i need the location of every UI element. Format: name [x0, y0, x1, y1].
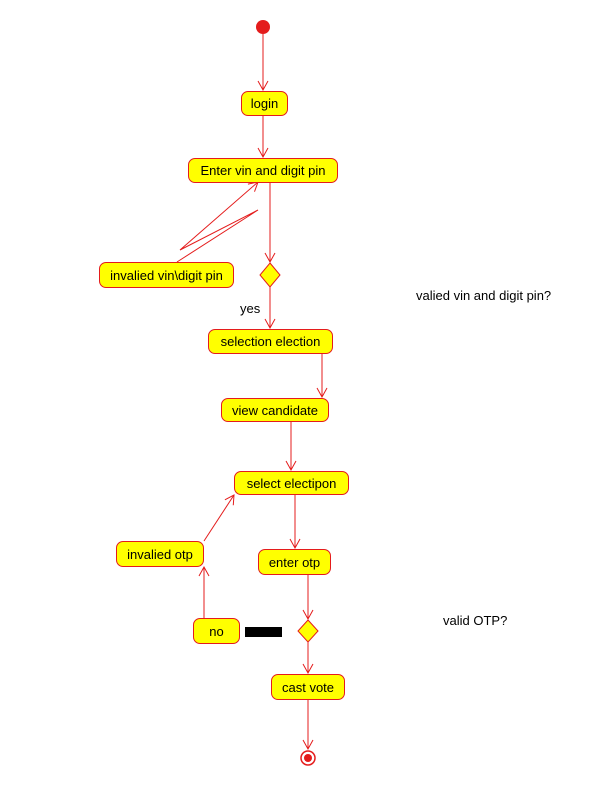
end-node-inner — [304, 754, 312, 762]
node-no: no — [193, 618, 240, 644]
node-login: login — [241, 91, 288, 116]
node-select-election: select electipon — [234, 471, 349, 495]
edge-invalid-otp-to-select — [203, 494, 235, 542]
node-selection-election: selection election — [208, 329, 333, 354]
sync-bar — [245, 627, 282, 637]
node-enter-vin: Enter vin and digit pin — [188, 158, 338, 183]
start-node — [256, 20, 270, 34]
decision-valid-otp — [297, 619, 319, 643]
edge-invalid-vin-loop — [176, 181, 259, 263]
node-cast-vote: cast vote — [271, 674, 345, 700]
label-valid-otp-question: valid OTP? — [443, 613, 508, 628]
node-invalid-otp: invalied otp — [116, 541, 204, 567]
node-view-candidate: view candidate — [221, 398, 329, 422]
node-invalid-vin: invalied vin\digit pin — [99, 262, 234, 288]
node-enter-otp: enter otp — [258, 549, 331, 575]
label-valid-vin-question: valied vin and digit pin? — [416, 288, 552, 303]
label-yes: yes — [240, 301, 261, 316]
decision-valid-vin — [259, 262, 281, 288]
